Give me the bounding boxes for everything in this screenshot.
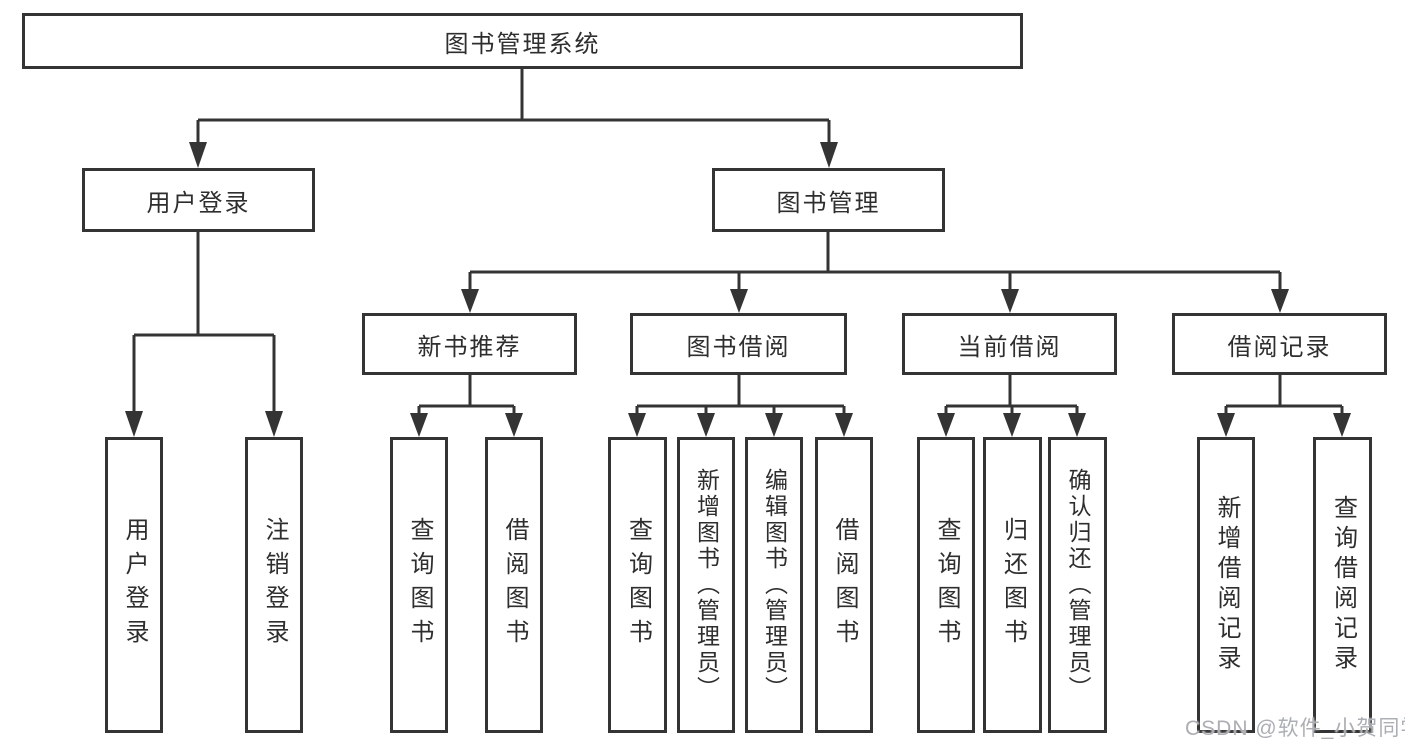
leaf-logout: 注销登录 bbox=[245, 437, 303, 733]
edge-book-mgmt-children bbox=[461, 232, 1289, 313]
edge-user-login-children bbox=[125, 232, 283, 437]
edge-root-to-level2 bbox=[189, 69, 838, 168]
node-book-management: 图书管理 bbox=[712, 168, 945, 232]
edge-records-children bbox=[1217, 375, 1351, 437]
leaf-query-borrow-record: 查询借阅记录 bbox=[1313, 437, 1372, 733]
edge-book-borrow-children bbox=[628, 375, 853, 437]
leaf-query-books-3: 查询图书 bbox=[917, 437, 975, 733]
leaf-user-login: 用户登录 bbox=[105, 437, 163, 733]
node-book-borrow: 图书借阅 bbox=[630, 313, 847, 375]
leaf-query-books-2: 查询图书 bbox=[608, 437, 667, 733]
leaf-edit-books-admin: 编辑图书（管理员） bbox=[745, 437, 803, 733]
node-borrow-records: 借阅记录 bbox=[1172, 313, 1387, 375]
leaf-confirm-return-admin: 确认归还（管理员） bbox=[1048, 437, 1107, 733]
node-new-book-recommend: 新书推荐 bbox=[362, 313, 577, 375]
node-current-borrow: 当前借阅 bbox=[902, 313, 1117, 375]
leaf-query-books-1: 查询图书 bbox=[390, 437, 448, 733]
leaf-borrow-books-1: 借阅图书 bbox=[485, 437, 543, 733]
edge-current-borrow-children bbox=[937, 375, 1086, 437]
node-user-login: 用户登录 bbox=[82, 168, 315, 232]
csdn-watermark: CSDN @软件_小贺同学 bbox=[1185, 717, 1405, 740]
edge-new-book-children bbox=[410, 375, 523, 437]
leaf-borrow-books-2: 借阅图书 bbox=[815, 437, 873, 733]
leaf-return-books: 归还图书 bbox=[983, 437, 1042, 733]
leaf-add-books-admin: 新增图书（管理员） bbox=[677, 437, 735, 733]
node-root: 图书管理系统 bbox=[22, 13, 1023, 69]
leaf-add-borrow-record: 新增借阅记录 bbox=[1197, 437, 1255, 733]
